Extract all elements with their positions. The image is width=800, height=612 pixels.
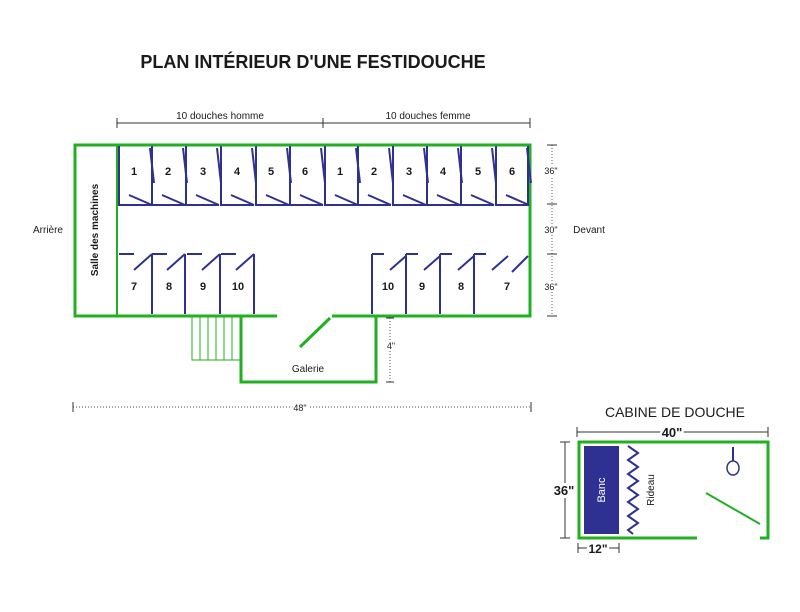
total-length-dimension-line xyxy=(72,402,532,412)
women-bottom-stall-number-7: 7 xyxy=(504,281,510,293)
men-bottom-stall-number-9: 9 xyxy=(200,281,206,293)
front-label: Devant xyxy=(573,225,605,236)
back-label: Arrière xyxy=(33,225,63,236)
women-bottom-stall-number-9: 9 xyxy=(419,281,425,293)
men-bottom-stall-number-7: 7 xyxy=(131,281,137,293)
curtain xyxy=(626,445,640,535)
gallery-dimension-line xyxy=(386,317,394,383)
bottom-row-end-partition xyxy=(511,255,529,273)
plan-title: PLAN INTÉRIEUR D'UNE FESTIDOUCHE xyxy=(140,51,485,72)
women-section-label: 10 douches femme xyxy=(385,111,470,122)
section-dimension-lines xyxy=(116,118,531,128)
women-top-stall-number-1: 1 xyxy=(337,166,343,178)
curtain-label: Rideau xyxy=(646,474,657,506)
cabin-depth-dimension-line xyxy=(560,441,570,539)
corridor-width: 30" xyxy=(544,225,557,235)
women-top-stall-number-3: 3 xyxy=(406,166,412,178)
women-bottom-stall-9-partition xyxy=(405,253,441,314)
top-row-depth: 36" xyxy=(544,166,557,176)
entry-stairs xyxy=(191,315,242,361)
cabin-title: CABINE DE DOUCHE xyxy=(605,404,745,420)
men-bottom-stall-8-partition xyxy=(152,253,186,314)
men-bottom-stall-number-10: 10 xyxy=(232,281,244,293)
gallery-label: Galerie xyxy=(292,364,325,375)
cabin-width-dimension-line xyxy=(576,427,769,437)
men-bottom-stall-7-partition xyxy=(119,253,153,314)
men-top-stall-number-5: 5 xyxy=(268,166,274,178)
building-outline xyxy=(73,143,532,318)
men-top-stall-number-3: 3 xyxy=(200,166,206,178)
men-top-stall-number-2: 2 xyxy=(165,166,171,178)
women-top-stall-number-4: 4 xyxy=(440,166,447,178)
cabin-width: 40" xyxy=(662,425,683,440)
bench xyxy=(584,446,619,534)
women-bottom-stall-number-10: 10 xyxy=(382,281,394,293)
men-top-stall-number-6: 6 xyxy=(302,166,308,178)
depth-dimension-lines xyxy=(547,144,557,317)
gallery-depth: 4" xyxy=(387,341,395,351)
women-bottom-stall-10-partition xyxy=(371,253,407,314)
men-bottom-stall-number-8: 8 xyxy=(166,281,172,293)
women-top-stall-number-5: 5 xyxy=(475,166,481,178)
women-bottom-stall-8-partition xyxy=(439,253,475,314)
machine-room-label: Salle des machines xyxy=(90,183,101,276)
bench-width-dimension-line xyxy=(577,543,620,553)
bench-width: 12" xyxy=(588,542,607,556)
shower-stalls xyxy=(118,146,532,314)
cabin-outline xyxy=(577,440,770,540)
men-bottom-stall-9-partition xyxy=(187,253,221,314)
cabin-depth: 36" xyxy=(554,483,575,498)
women-top-stall-number-2: 2 xyxy=(371,166,377,178)
women-bottom-stall-number-8: 8 xyxy=(458,281,464,293)
shower-head-icon xyxy=(726,447,740,476)
men-top-stall-number-1: 1 xyxy=(131,166,137,178)
men-top-stall-number-4: 4 xyxy=(234,166,241,178)
total-length: 48" xyxy=(293,403,306,413)
men-section-label: 10 douches homme xyxy=(176,111,264,122)
bottom-row-depth: 36" xyxy=(544,282,557,292)
women-top-stall-number-6: 6 xyxy=(509,166,515,178)
men-bottom-stall-10-partition xyxy=(221,253,255,314)
women-bottom-stall-7-partition xyxy=(473,253,509,314)
stall-numbers: 1 2 3 4 5 6 1 2 3 4 5 6 7 8 9 10 10 9 8 7 xyxy=(131,166,515,293)
bench-label: Banc xyxy=(596,477,608,503)
